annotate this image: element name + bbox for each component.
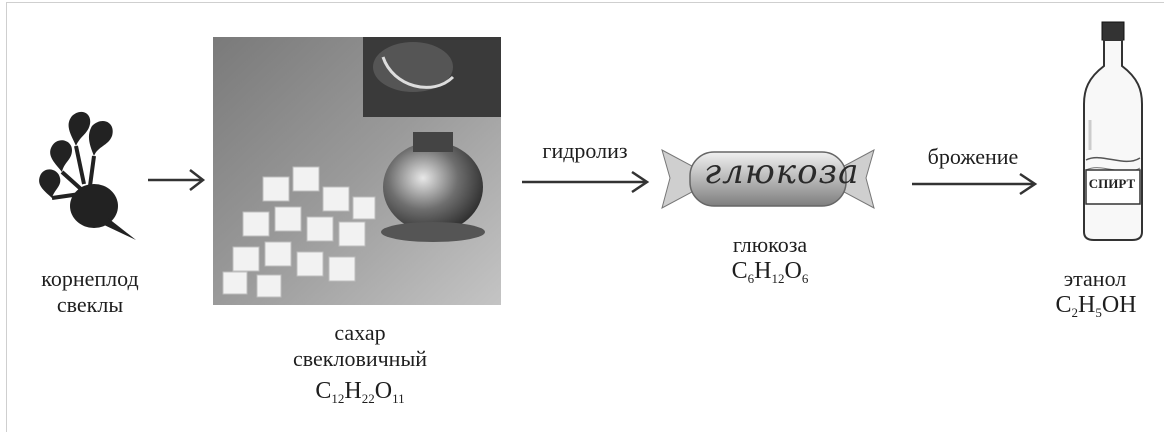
diagram-frame — [6, 2, 1164, 432]
glucose-candy-icon — [661, 149, 875, 209]
sugar-formula: C12H22O11 — [315, 378, 405, 406]
ethanol-formula: C2H5OH — [1055, 292, 1137, 320]
candy-text: глюкоза — [704, 152, 860, 192]
hydrolysis-label: гидролиз — [542, 138, 628, 163]
sugar-photo-image — [213, 37, 501, 305]
arrow-fermentation — [912, 172, 1038, 196]
beet-root-icon — [39, 111, 136, 240]
beet-label: корнеплод свеклы — [10, 266, 170, 318]
beet-label-line2: свеклы — [56, 292, 124, 317]
ethanol-label: этанол — [1063, 266, 1127, 291]
glucose-label: глюкоза — [732, 232, 808, 257]
beet-label-line1: корнеплод — [41, 266, 139, 291]
sugar-label-line2: свекловичный — [292, 346, 427, 371]
arrow-hydrolysis — [522, 170, 650, 194]
sugar-label: сахар свекловичный — [260, 320, 460, 372]
alcohol-bottle-icon — [1083, 21, 1143, 241]
fermentation-label: брожение — [927, 144, 1019, 169]
glucose-formula: C6H12O6 — [731, 258, 809, 286]
bottle-label-text: СПИРТ — [1088, 176, 1136, 191]
sugar-label-line1: сахар — [334, 320, 386, 345]
arrow-beet-to-sugar — [148, 169, 206, 191]
